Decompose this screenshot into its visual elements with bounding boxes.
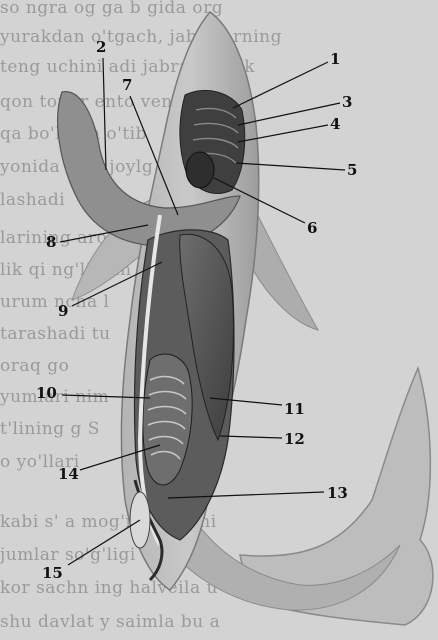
label-15: 15 — [42, 564, 63, 582]
label-11: 11 — [284, 400, 305, 418]
label-6: 6 — [307, 219, 317, 237]
label-13: 13 — [327, 484, 348, 502]
label-14: 14 — [58, 465, 79, 483]
label-12: 12 — [284, 430, 305, 448]
heart — [186, 152, 214, 188]
label-7: 7 — [122, 76, 132, 94]
label-1: 1 — [330, 50, 340, 68]
label-10: 10 — [36, 384, 57, 402]
label-3: 3 — [342, 93, 352, 111]
label-2: 2 — [96, 38, 106, 56]
label-8: 8 — [46, 233, 56, 251]
label-4: 4 — [330, 115, 340, 133]
label-9: 9 — [58, 302, 68, 320]
label-5: 5 — [347, 161, 357, 179]
